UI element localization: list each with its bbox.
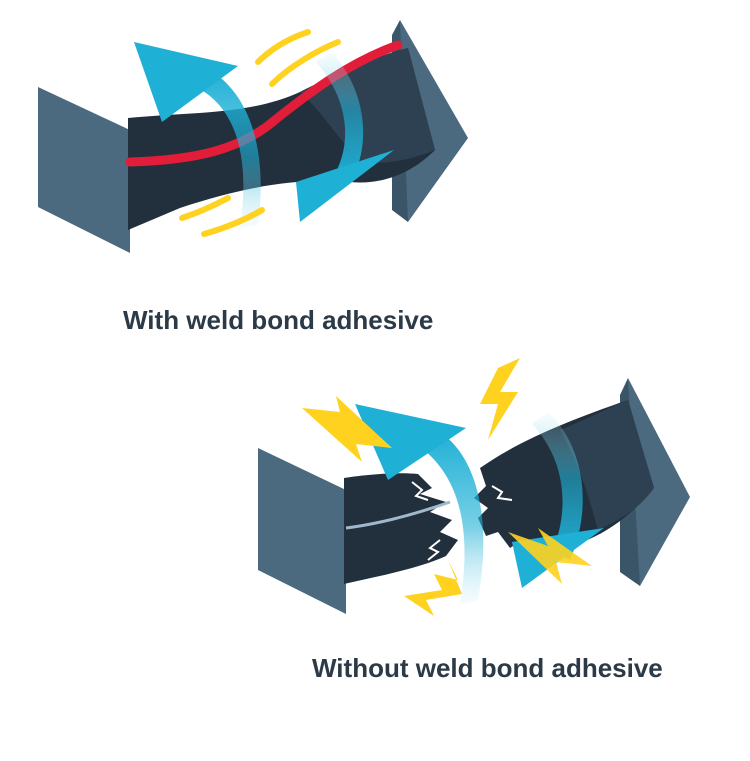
twist-arrow-icon: [198, 70, 261, 228]
twist-arrow-icon: [316, 52, 364, 180]
twist-arrow-icon: [424, 432, 484, 604]
adhesive-line-icon: [125, 40, 403, 167]
crack-icon: [491, 485, 513, 501]
caption-with-adhesive: With weld bond adhesive: [123, 305, 434, 335]
mounting-plate-icon: [258, 448, 346, 614]
twist-arrow-icon: [296, 150, 394, 222]
motion-line-icon: [269, 39, 341, 87]
motion-line-icon: [179, 195, 231, 221]
lightning-bolt-icon: [508, 528, 592, 584]
crack-icon: [427, 539, 441, 561]
twist-arrow-icon: [355, 404, 466, 480]
mounting-plate-icon: [628, 378, 690, 586]
mounting-plate-icon: [400, 20, 468, 222]
crack-icon: [411, 481, 429, 501]
bonded-assembly: [38, 20, 468, 253]
caption-without-adhesive: Without weld bond adhesive: [312, 653, 663, 683]
fractured-beam-icon: [344, 473, 458, 584]
lightning-bolt-icon: [404, 560, 462, 616]
twist-arrow-icon: [134, 42, 238, 122]
twist-arrow-icon: [532, 412, 583, 560]
mounting-plate-icon: [38, 87, 130, 253]
fractured-assembly: [258, 358, 690, 616]
lightning-bolt-icon: [480, 358, 520, 440]
motion-line-icon: [255, 29, 311, 65]
motion-line-icon: [201, 207, 265, 237]
lightning-bolt-icon: [302, 396, 392, 462]
